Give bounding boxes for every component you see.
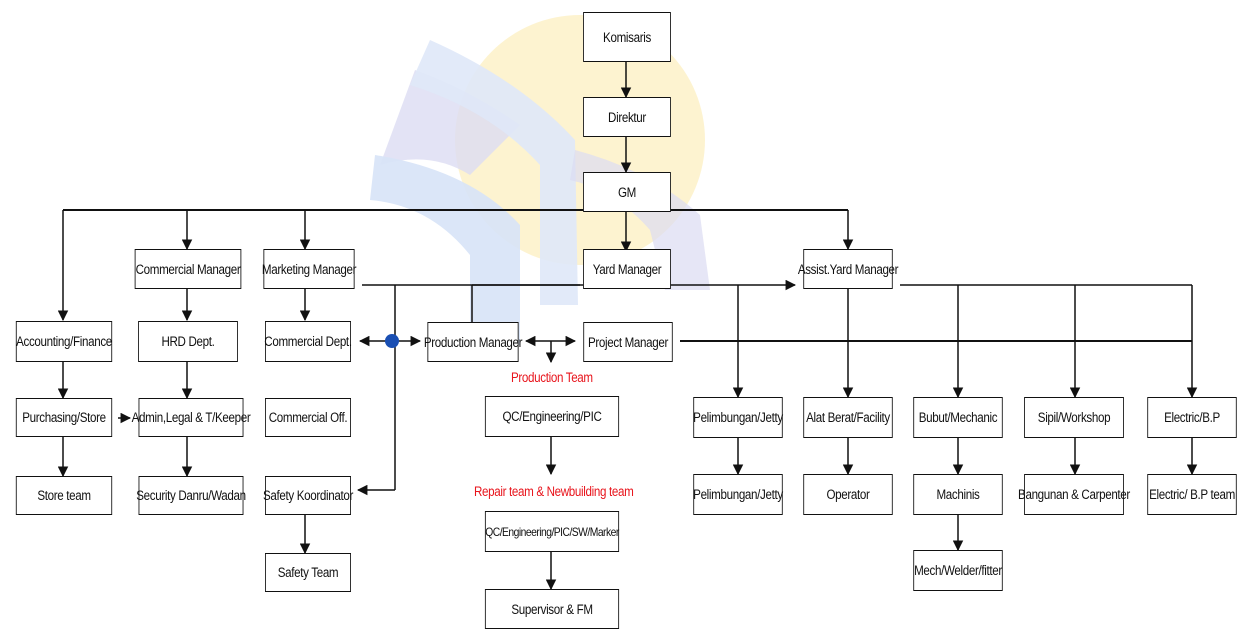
gear-icon	[385, 334, 399, 348]
mech-welder-fitter-box: Mech/Welder/fitter	[913, 550, 1003, 591]
commercial-off-box: Commercial Off.	[265, 398, 351, 437]
project-manager-box: Project Manager	[583, 322, 673, 362]
gm-box: GM	[583, 172, 671, 212]
machinis-label: Machinis	[936, 487, 980, 502]
commercial-manager-box: Commercial Manager	[134, 249, 242, 289]
project-manager-label: Project Manager	[587, 334, 669, 350]
mech-welder-fitter-label: Mech/Welder/fitter	[914, 563, 1002, 578]
electric-bp-team-box: Electric/ B.P team	[1147, 474, 1237, 515]
production-manager-label: Production Manager	[423, 334, 523, 350]
purchasing-store-box: Purchasing/Store	[15, 398, 113, 437]
yard-manager-box: Yard Manager	[583, 249, 671, 289]
electric-bp-box: Electric/B.P	[1147, 397, 1237, 438]
security-label: Security Danru/Wadan	[136, 488, 246, 503]
safety-koordinator-label: Safety Koordinator	[263, 488, 353, 503]
operator-box: Operator	[803, 474, 893, 515]
commercial-manager-label: Commercial Manager	[135, 261, 241, 277]
store-team-box: Store team	[15, 476, 113, 515]
operator-label: Operator	[826, 487, 870, 502]
admin-legal-label: Admin,Legal & T/Keeper	[131, 410, 251, 425]
sipil-workshop-box: Sipil/Workshop	[1024, 397, 1124, 438]
safety-team-box: Safety Team	[265, 553, 351, 592]
supervisor-fm-box: Supervisor & FM	[484, 589, 620, 629]
assist-yard-manager-box: Assist.Yard Manager	[798, 249, 899, 289]
hrd-dept-label: HRD Dept.	[161, 334, 215, 349]
gm-label: GM	[617, 184, 637, 200]
qc-engineering-marker-label: QC/Engineering/PIC/SW/Marker	[485, 524, 619, 539]
production-team-label: Production Team	[511, 370, 593, 385]
bubut-mechanic-box: Bubut/Mechanic	[913, 397, 1003, 438]
machinis-box: Machinis	[913, 474, 1003, 515]
qc-engineering-marker-box: QC/Engineering/PIC/SW/Marker	[484, 511, 619, 552]
watermark-blue-band-2	[370, 155, 520, 345]
hrd-dept-box: HRD Dept.	[138, 321, 238, 362]
safety-team-label: Safety Team	[277, 565, 339, 580]
production-manager-box: Production Manager	[424, 322, 523, 362]
commercial-dept-box: Commercial Dept.	[264, 321, 352, 362]
electric-bp-label: Electric/B.P	[1164, 410, 1220, 425]
admin-legal-box: Admin,Legal & T/Keeper	[132, 398, 251, 437]
pelimbungan-jetty-box: Pelimbungan/Jetty	[693, 397, 783, 438]
direktur-box: Direktur	[583, 97, 671, 137]
pelimbungan-jetty-team-box: Pelimbungan/Jetty	[693, 474, 783, 515]
repair-newbuilding-label: Repair team & Newbuilding team	[474, 484, 634, 499]
watermark-blue-band-1	[410, 40, 578, 305]
purchasing-store-label: Purchasing/Store	[22, 410, 106, 425]
direktur-label: Direktur	[608, 109, 646, 125]
bangunan-carpenter-label: Bangunan & Carpenter	[1018, 487, 1130, 502]
yard-manager-label: Yard Manager	[592, 261, 662, 277]
marketing-manager-box: Marketing Manager	[261, 249, 357, 289]
watermark-violet-shape	[380, 70, 520, 175]
security-box: Security Danru/Wadan	[136, 476, 246, 515]
pelimbungan-jetty-label: Pelimbungan/Jetty	[693, 410, 783, 425]
komisaris-box: Komisaris	[583, 12, 671, 62]
alat-berat-facility-label: Alat Berat/Facility	[806, 410, 890, 425]
safety-koordinator-box: Safety Koordinator	[263, 476, 353, 515]
assist-yard-manager-label: Assist.Yard Manager	[797, 261, 899, 277]
pelimbungan-jetty-team-label: Pelimbungan/Jetty	[693, 487, 783, 502]
commercial-off-label: Commercial Off.	[268, 410, 348, 425]
marketing-manager-label: Marketing Manager	[261, 261, 357, 277]
accounting-finance-box: Accounting/Finance	[15, 321, 112, 362]
qc-engineering-pic-box: QC/Engineering/PIC	[484, 396, 620, 437]
qc-engineering-pic-label: QC/Engineering/PIC	[502, 409, 602, 424]
electric-bp-team-label: Electric/ B.P team	[1149, 487, 1235, 502]
alat-berat-facility-box: Alat Berat/Facility	[803, 397, 893, 438]
bubut-mechanic-label: Bubut/Mechanic	[918, 410, 998, 425]
commercial-dept-label: Commercial Dept.	[264, 334, 352, 349]
sipil-workshop-label: Sipil/Workshop	[1037, 410, 1111, 425]
store-team-label: Store team	[37, 488, 91, 503]
bangunan-carpenter-box: Bangunan & Carpenter	[1018, 474, 1130, 515]
accounting-finance-label: Accounting/Finance	[16, 334, 112, 349]
supervisor-fm-label: Supervisor & FM	[511, 601, 593, 617]
komisaris-label: Komisaris	[603, 29, 651, 45]
